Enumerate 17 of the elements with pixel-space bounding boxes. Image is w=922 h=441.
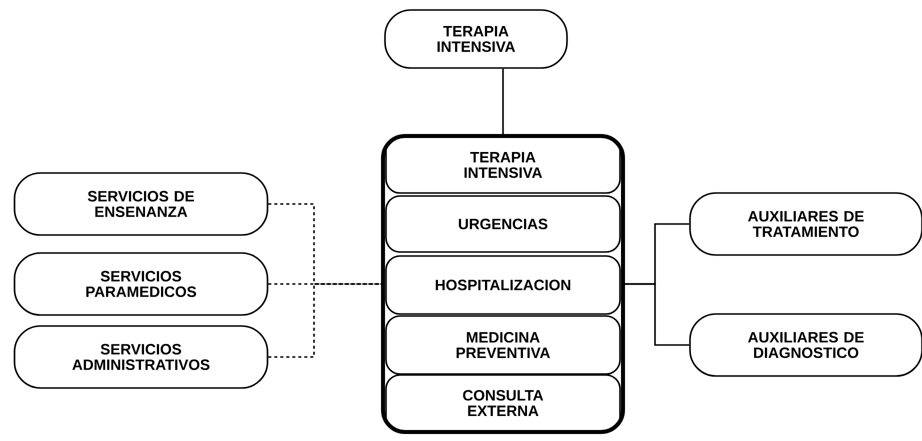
rounded-box: SERVICIOS DE ENSENANZA: [14, 172, 268, 236]
connector-line: [502, 68, 504, 134]
service-box: URGENCIAS: [385, 195, 621, 253]
connector-line: [268, 283, 381, 358]
service-box: MEDICINA PREVENTIVA: [385, 315, 621, 375]
connector-line: [268, 203, 381, 285]
service-box: TERAPIA INTENSIVA: [385, 136, 621, 194]
connector-line: [268, 283, 381, 285]
connector-line: [625, 283, 690, 346]
rounded-box: SERVICIOS PARAMEDICOS: [14, 252, 268, 316]
service-box: CONSULTA EXTERNA: [385, 374, 621, 432]
rounded-box: AUXILIARES DE DIAGNOSTICO: [689, 313, 922, 377]
service-box: HOSPITALIZACION: [385, 255, 621, 315]
container-box: [381, 134, 625, 434]
rounded-box: AUXILIARES DE TRATAMIENTO: [689, 192, 922, 256]
rounded-box: TERAPIA INTENSIVA: [384, 9, 568, 69]
rounded-box: SERVICIOS ADMINISTRATIVOS: [14, 325, 268, 389]
